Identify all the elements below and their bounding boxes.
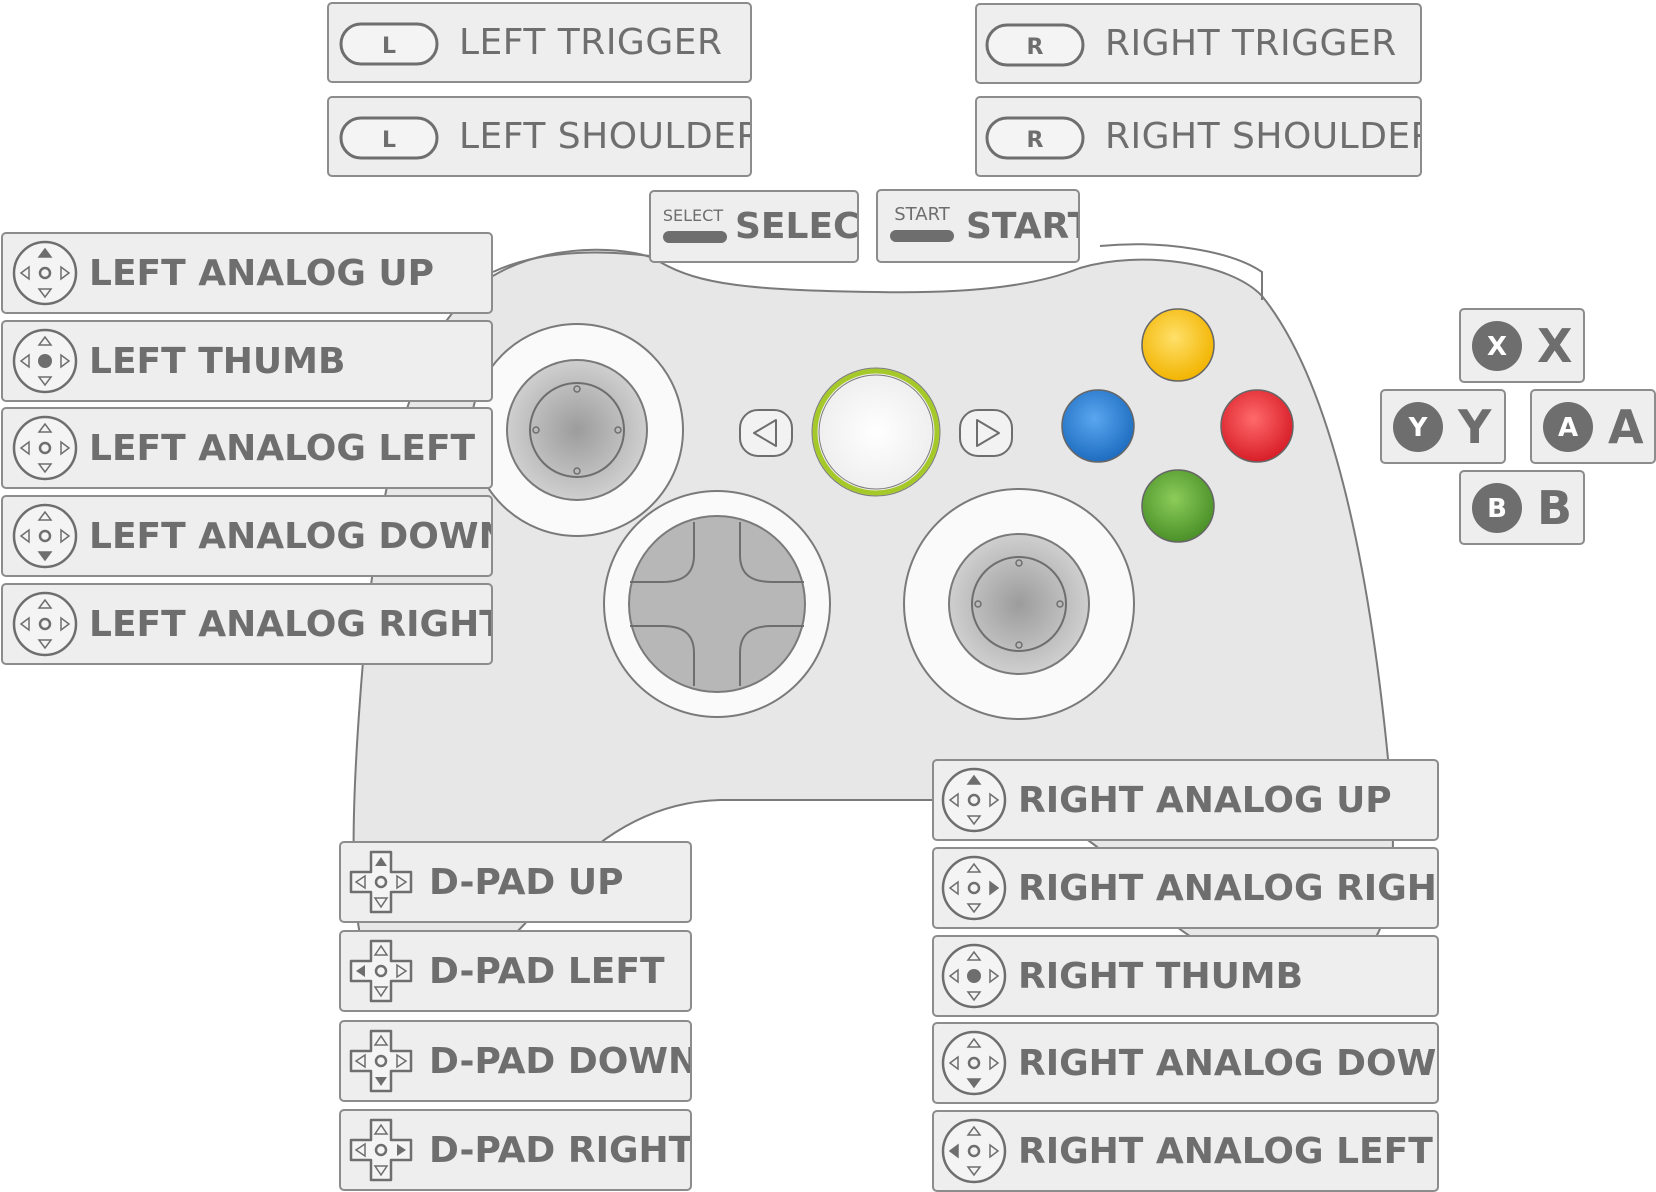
face-button-blue xyxy=(1061,389,1135,463)
start-icon: START xyxy=(890,204,954,242)
left-analog-up-text: LEFT ANALOG UP xyxy=(89,252,435,294)
select-label-box[interactable]: SELECT SELECT xyxy=(649,190,859,263)
right-analog-right-text: RIGHT ANALOG RIGHT xyxy=(1018,867,1439,909)
right-trigger-label-box[interactable]: R RIGHT TRIGGER xyxy=(975,3,1422,84)
dpad-right-icon xyxy=(349,1118,413,1182)
right-analog-right-label-box[interactable]: RIGHT ANALOG RIGHT xyxy=(932,847,1439,929)
right-analog-down-text: RIGHT ANALOG DOWN xyxy=(1018,1042,1439,1084)
analog-stick-down-icon xyxy=(941,1030,1007,1096)
a-text: A xyxy=(1608,399,1644,454)
x-button-label-box[interactable]: X X xyxy=(1459,308,1585,383)
analog-stick-up-icon xyxy=(12,240,78,306)
left-analog-down-text: LEFT ANALOG DOWN xyxy=(89,515,493,557)
analog-stick-right-icon xyxy=(941,855,1007,921)
left-shoulder-icon: L xyxy=(339,116,439,159)
left-analog-left-text: LEFT ANALOG LEFT xyxy=(89,427,476,469)
dpad-down-text: D-PAD DOWN xyxy=(429,1040,692,1082)
y-badge-icon: Y xyxy=(1393,401,1443,452)
dpad-right-text: D-PAD RIGHT xyxy=(429,1129,692,1171)
right-trigger-text: RIGHT TRIGGER xyxy=(1105,23,1397,64)
right-analog-left-text: RIGHT ANALOG LEFT xyxy=(1018,1130,1433,1172)
dpad-down-label-box[interactable]: D-PAD DOWN xyxy=(339,1020,692,1102)
left-analog-right-text: LEFT ANALOG RIGHT xyxy=(89,603,493,645)
a-badge-icon: A xyxy=(1543,401,1593,452)
y-text: Y xyxy=(1458,399,1492,454)
right-shoulder-icon: R xyxy=(985,116,1085,159)
guide-button xyxy=(811,367,941,497)
right-analog-up-text: RIGHT ANALOG UP xyxy=(1018,779,1392,821)
analog-stick-left-icon xyxy=(12,415,78,481)
dpad xyxy=(603,490,831,718)
dpad-left-icon xyxy=(349,939,413,1003)
analog-stick-up-icon xyxy=(941,767,1007,833)
shoulder-glyph-r: R xyxy=(1027,128,1044,153)
a-badge-glyph: A xyxy=(1558,413,1578,443)
right-shoulder-text: RIGHT SHOULDER xyxy=(1105,116,1422,157)
dpad-up-icon xyxy=(349,850,413,914)
analog-stick-press-icon xyxy=(941,943,1007,1009)
left-shoulder-text: LEFT SHOULDER xyxy=(459,116,752,157)
analog-stick-press-icon xyxy=(12,328,78,394)
left-trigger-icon: L xyxy=(339,22,439,65)
right-thumb-label-box[interactable]: RIGHT THUMB xyxy=(932,935,1439,1017)
back-button xyxy=(739,409,793,457)
b-badge-icon: B xyxy=(1472,482,1522,533)
trigger-glyph-r: R xyxy=(1027,35,1044,60)
face-button-yellow xyxy=(1141,308,1215,382)
right-trigger-icon: R xyxy=(985,23,1085,66)
dpad-down-icon xyxy=(349,1029,413,1093)
left-thumb-label-box[interactable]: LEFT THUMB xyxy=(1,320,493,402)
analog-stick-left-icon xyxy=(941,1118,1007,1184)
y-button-label-box[interactable]: Y Y xyxy=(1380,389,1506,464)
shoulder-glyph-l: L xyxy=(382,128,396,153)
analog-stick-right-icon xyxy=(12,591,78,657)
dpad-left-label-box[interactable]: D-PAD LEFT xyxy=(339,930,692,1012)
left-analog-up-label-box[interactable]: LEFT ANALOG UP xyxy=(1,232,493,314)
face-button-green xyxy=(1141,469,1215,543)
right-analog-left-label-box[interactable]: RIGHT ANALOG LEFT xyxy=(932,1110,1439,1192)
right-analog-down-label-box[interactable]: RIGHT ANALOG DOWN xyxy=(932,1022,1439,1104)
left-stick xyxy=(470,323,684,537)
right-analog-up-label-box[interactable]: RIGHT ANALOG UP xyxy=(932,759,1439,841)
left-analog-down-label-box[interactable]: LEFT ANALOG DOWN xyxy=(1,495,493,577)
right-shoulder-label-box[interactable]: R RIGHT SHOULDER xyxy=(975,96,1422,177)
b-badge-glyph: B xyxy=(1487,494,1507,524)
x-badge-icon: X xyxy=(1472,320,1522,371)
b-button-label-box[interactable]: B B xyxy=(1459,470,1585,545)
trigger-glyph-l: L xyxy=(382,34,396,59)
left-trigger-text: LEFT TRIGGER xyxy=(459,22,723,63)
select-text: SELECT xyxy=(735,206,859,247)
start-label-box[interactable]: START START xyxy=(876,189,1080,263)
left-thumb-text: LEFT THUMB xyxy=(89,340,346,382)
left-analog-right-label-box[interactable]: LEFT ANALOG RIGHT xyxy=(1,583,493,665)
start-small-text: START xyxy=(894,204,951,225)
x-text: X xyxy=(1537,318,1573,373)
right-stick xyxy=(903,488,1135,720)
start-text: START xyxy=(966,205,1080,247)
start-small-button xyxy=(959,409,1013,457)
face-button-red xyxy=(1220,389,1294,463)
dpad-right-label-box[interactable]: D-PAD RIGHT xyxy=(339,1109,692,1191)
right-thumb-text: RIGHT THUMB xyxy=(1018,955,1304,997)
dpad-left-text: D-PAD LEFT xyxy=(429,950,665,992)
select-small-text: SELECT xyxy=(663,206,723,225)
select-icon: SELECT xyxy=(663,206,727,243)
y-badge-glyph: Y xyxy=(1408,413,1429,443)
left-shoulder-label-box[interactable]: L LEFT SHOULDER xyxy=(327,96,752,177)
dpad-up-label-box[interactable]: D-PAD UP xyxy=(339,841,692,923)
b-text: B xyxy=(1537,480,1573,535)
analog-stick-down-icon xyxy=(12,503,78,569)
dpad-up-text: D-PAD UP xyxy=(429,861,624,903)
left-trigger-label-box[interactable]: L LEFT TRIGGER xyxy=(327,2,752,83)
a-button-label-box[interactable]: A A xyxy=(1530,389,1656,464)
x-badge-glyph: X xyxy=(1487,332,1507,362)
left-analog-left-label-box[interactable]: LEFT ANALOG LEFT xyxy=(1,407,493,489)
